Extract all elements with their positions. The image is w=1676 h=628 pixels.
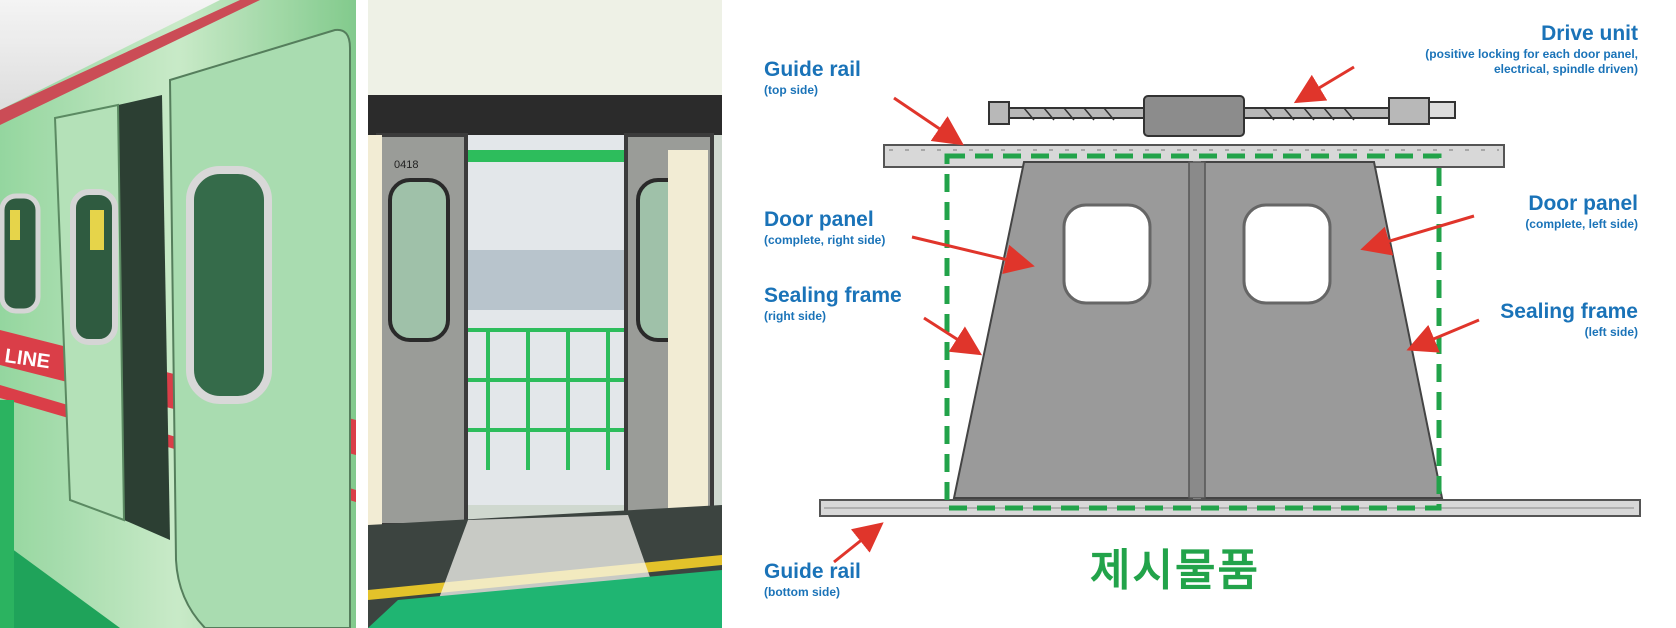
label-sub-2: electrical, spindle driven)	[1493, 62, 1638, 77]
label-title: Sealing frame	[1500, 300, 1638, 323]
arrow-guide-rail-top	[893, 96, 964, 146]
label-sub: (positive locking for each door panel,	[1425, 47, 1638, 62]
arrow-guide-rail-bottom	[833, 522, 884, 564]
door-interior-photo: 0418	[368, 0, 722, 628]
diagram-caption: 제시물품	[1090, 545, 1260, 596]
label-sub: (top side)	[764, 83, 818, 98]
arrow-sealing-frame-right	[923, 316, 983, 356]
label-title: Door panel	[764, 208, 874, 231]
label-title: Door panel	[1528, 192, 1638, 215]
label-sub: (bottom side)	[764, 585, 840, 600]
label-sub: (right side)	[764, 309, 826, 324]
label-sub: (left side)	[1584, 325, 1638, 340]
label-title: Guide rail	[764, 58, 861, 81]
label-guide-rail-top: Guide rail (top side)	[764, 58, 861, 97]
train-exterior-photo: LINE	[0, 0, 356, 628]
label-drive-unit: Drive unit (positive locking for each do…	[1425, 22, 1638, 76]
door-panels-shape	[952, 161, 1444, 499]
label-sub: (complete, right side)	[764, 233, 886, 248]
label-guide-rail-bottom: Guide rail (bottom side)	[764, 560, 861, 599]
label-title: Sealing frame	[764, 284, 902, 307]
label-sealing-frame-right: Sealing frame (right side)	[764, 284, 902, 323]
label-door-panel-left: Door panel (complete, left side)	[1525, 192, 1638, 231]
arrow-door-panel-right	[911, 235, 1035, 275]
arrow-door-panel-left	[1360, 214, 1475, 256]
label-sealing-frame-left: Sealing frame (left side)	[1500, 300, 1638, 339]
door-system-diagram: Guide rail (top side) Drive unit (positi…	[734, 0, 1676, 628]
door-diagram-drawing	[819, 65, 1641, 564]
arrow-sealing-frame-left	[1406, 318, 1480, 353]
drive-unit-shape	[988, 95, 1456, 137]
label-door-panel-right: Door panel (complete, right side)	[764, 208, 885, 247]
car-number-text: 0418	[394, 159, 418, 171]
arrow-drive-unit	[1293, 65, 1355, 104]
label-title: Drive unit	[1541, 22, 1638, 45]
label-sub: (complete, left side)	[1525, 217, 1638, 232]
label-title: Guide rail	[764, 560, 861, 583]
